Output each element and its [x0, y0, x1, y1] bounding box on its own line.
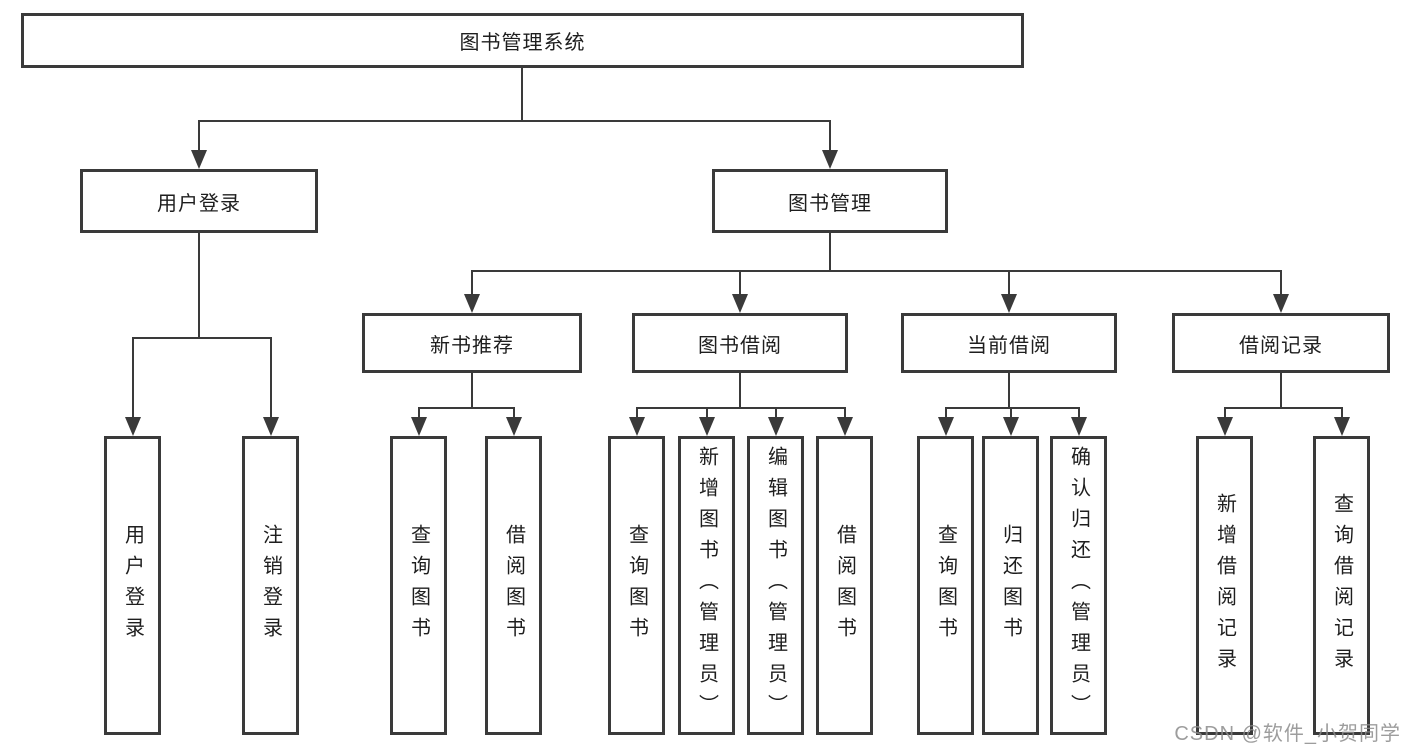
arrow-down-icon	[1071, 417, 1087, 436]
leaf-label: 编辑图书（管理员）	[764, 446, 787, 725]
leaf-confirm-return-admin: 确认归还（管理员）	[1050, 436, 1107, 735]
leaf-borrow-books: 借阅图书	[485, 436, 542, 735]
connector-level3-rail	[471, 270, 1282, 272]
node-book-management: 图书管理	[712, 169, 948, 233]
connector-stem	[775, 407, 777, 419]
arrow-down-icon	[411, 417, 427, 436]
leaf-add-books-admin: 新增图书（管理员）	[678, 436, 735, 735]
arrow-down-icon	[191, 150, 207, 169]
node-new-book-recommend: 新书推荐	[362, 313, 582, 373]
node-root-library-system: 图书管理系统	[21, 13, 1024, 68]
leaf-label: 查询图书	[407, 523, 430, 648]
leaf-label: 归还图书	[999, 523, 1022, 648]
arrow-down-icon	[837, 417, 853, 436]
arrow-down-icon	[263, 417, 279, 436]
leaf-add-borrow-record: 新增借阅记录	[1196, 436, 1253, 735]
leaf-label: 注销登录	[259, 523, 282, 648]
connector-stem	[471, 270, 473, 297]
leaf-query-books: 查询图书	[608, 436, 665, 735]
arrow-down-icon	[506, 417, 522, 436]
connector-stem	[198, 120, 200, 153]
connector-stem	[829, 120, 831, 153]
arrow-down-icon	[1001, 294, 1017, 313]
connector-stem	[1341, 407, 1343, 419]
connector-stem	[270, 337, 272, 419]
connector-rail	[636, 407, 846, 409]
arrow-down-icon	[125, 417, 141, 436]
leaf-label: 新增借阅记录	[1213, 492, 1236, 679]
leaf-label: 确认归还（管理员）	[1067, 446, 1090, 725]
arrow-down-icon	[1334, 417, 1350, 436]
leaf-label: 用户登录	[121, 523, 144, 648]
connector-stem	[945, 407, 947, 419]
node-borrow-records: 借阅记录	[1172, 313, 1390, 373]
node-user-login: 用户登录	[80, 169, 318, 233]
leaf-logout: 注销登录	[242, 436, 299, 735]
connector-stem	[418, 407, 420, 419]
arrow-down-icon	[732, 294, 748, 313]
connector-stem	[1008, 270, 1010, 297]
connector-stem	[636, 407, 638, 419]
leaf-label: 查询借阅记录	[1330, 492, 1353, 679]
leaf-query-borrow-record: 查询借阅记录	[1313, 436, 1370, 735]
connector-stem	[844, 407, 846, 419]
connector-stem	[1280, 270, 1282, 297]
connector-stem	[471, 373, 473, 409]
leaf-label: 查询图书	[934, 523, 957, 648]
connector-rail	[1224, 407, 1343, 409]
connector-stem	[513, 407, 515, 419]
connector-stem	[1078, 407, 1080, 419]
csdn-watermark: CSDN @软件_小贺同学	[1174, 723, 1401, 745]
arrow-down-icon	[822, 150, 838, 169]
node-current-borrow: 当前借阅	[901, 313, 1117, 373]
leaf-query-books: 查询图书	[390, 436, 447, 735]
arrow-down-icon	[464, 294, 480, 313]
leaf-query-books: 查询图书	[917, 436, 974, 735]
leaf-user-login: 用户登录	[104, 436, 161, 735]
connector-level2-rail	[198, 120, 831, 122]
leaf-return-books: 归还图书	[982, 436, 1039, 735]
leaf-label: 借阅图书	[833, 523, 856, 648]
connector-mgmt-stem	[829, 233, 831, 272]
arrow-down-icon	[1003, 417, 1019, 436]
leaf-borrow-books: 借阅图书	[816, 436, 873, 735]
connector-stem	[1008, 373, 1010, 409]
connector-stem	[1224, 407, 1226, 419]
connector-stem	[739, 373, 741, 409]
node-book-borrow: 图书借阅	[632, 313, 848, 373]
connector-stem	[739, 270, 741, 297]
leaf-edit-books-admin: 编辑图书（管理员）	[747, 436, 804, 735]
arrow-down-icon	[1217, 417, 1233, 436]
connector-stem	[1280, 373, 1282, 409]
arrow-down-icon	[629, 417, 645, 436]
connector-rail	[418, 407, 515, 409]
arrow-down-icon	[768, 417, 784, 436]
leaf-label: 新增图书（管理员）	[695, 446, 718, 725]
connector-rail	[945, 407, 1080, 409]
connector-root-stem	[521, 68, 523, 121]
connector-login-stem	[198, 233, 200, 339]
leaf-label: 查询图书	[625, 523, 648, 648]
leaf-label: 借阅图书	[502, 523, 525, 648]
connector-stem	[1010, 407, 1012, 419]
connector-login-rail	[132, 337, 272, 339]
arrow-down-icon	[699, 417, 715, 436]
connector-stem	[132, 337, 134, 419]
arrow-down-icon	[1273, 294, 1289, 313]
connector-stem	[706, 407, 708, 419]
arrow-down-icon	[938, 417, 954, 436]
